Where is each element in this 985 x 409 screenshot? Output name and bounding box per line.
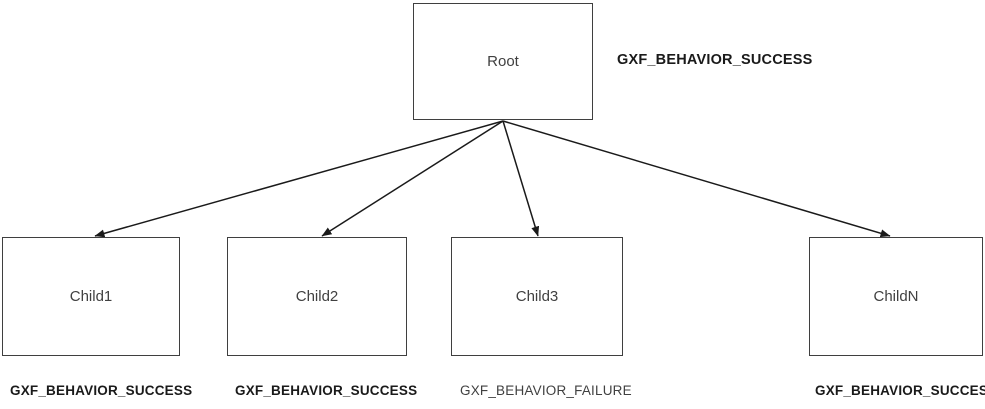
status-label-child3: GXF_BEHAVIOR_FAILURE: [460, 383, 632, 398]
node-child2-label: Child2: [295, 288, 339, 305]
node-child1-label: Child1: [69, 288, 113, 305]
edge-root-to-child1: [94, 120, 504, 238]
status-label-root: GXF_BEHAVIOR_SUCCESS: [617, 52, 813, 68]
node-childN-label: ChildN: [873, 288, 919, 305]
edge-root-to-child2: [321, 120, 504, 237]
node-child2: Child2: [227, 237, 407, 356]
node-childN: ChildN: [809, 237, 983, 356]
node-root-label: Root: [487, 53, 519, 70]
node-child3: Child3: [451, 237, 623, 356]
edge-root-to-child3: [502, 120, 540, 237]
status-label-childN: GXF_BEHAVIOR_SUCCESS: [815, 383, 985, 398]
node-child1: Child1: [2, 237, 180, 356]
status-label-child2: GXF_BEHAVIOR_SUCCESS: [235, 383, 418, 398]
node-root: Root: [413, 3, 593, 120]
status-label-child1: GXF_BEHAVIOR_SUCCESS: [10, 383, 193, 398]
edge-root-to-childN: [502, 120, 891, 238]
node-child3-label: Child3: [515, 288, 559, 305]
